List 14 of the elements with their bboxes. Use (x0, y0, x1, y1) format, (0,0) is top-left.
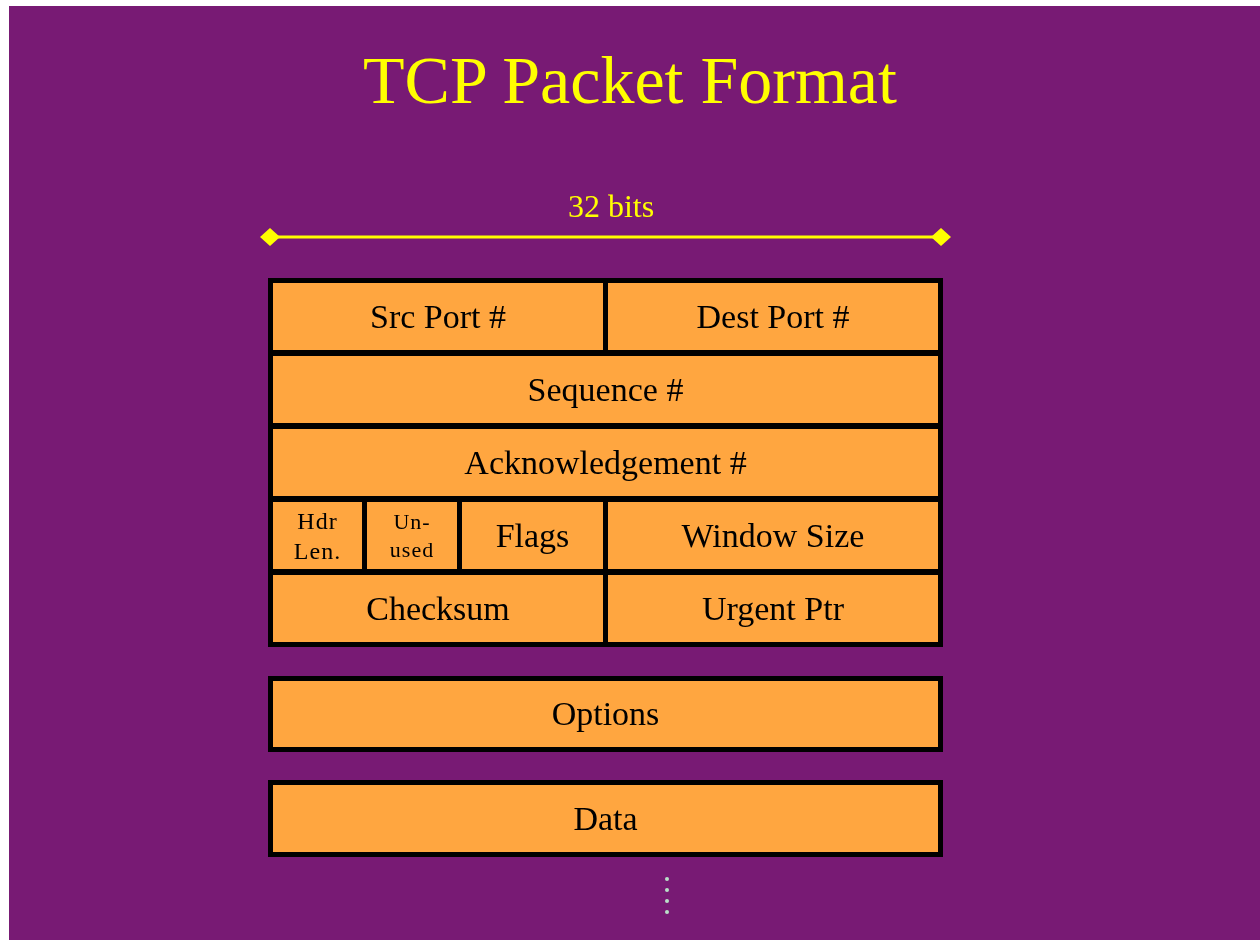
slide-title: TCP Packet Format (362, 41, 898, 120)
header-field: Src Port # (273, 283, 603, 350)
segment-block: Data (268, 780, 943, 857)
header-field: Dest Port # (608, 283, 938, 350)
header-field: Window Size (608, 502, 938, 569)
header-field: Un- used (367, 502, 457, 569)
header-field: Sequence # (273, 356, 938, 423)
dimension-label: 32 bits (566, 187, 656, 226)
segment-block: Options (268, 676, 943, 752)
header-field: Urgent Ptr (608, 575, 938, 642)
header-field: Acknowledgement # (273, 429, 938, 496)
header-field: Checksum (273, 575, 603, 642)
header-field: Flags (462, 502, 603, 569)
header-field: Hdr Len. (273, 502, 362, 569)
